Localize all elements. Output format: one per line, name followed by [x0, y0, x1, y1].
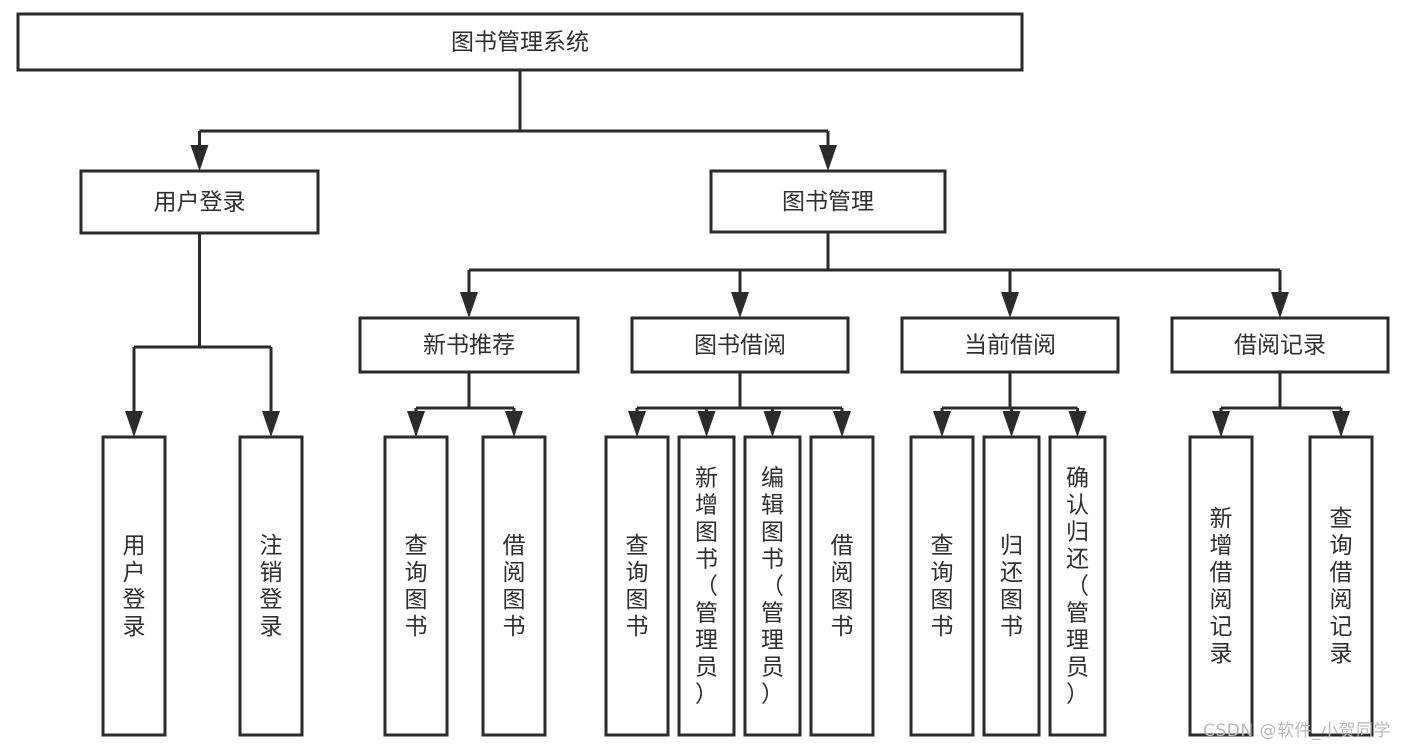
arrowhead-icon	[1212, 411, 1230, 437]
arrowhead-icon	[190, 145, 209, 171]
node-l-query-books-3[interactable]: 查询图书	[909, 435, 975, 737]
node-label: 图书管理	[782, 189, 874, 215]
node-label: 新增图书（管理员）	[695, 466, 718, 708]
node-label: 借阅图书	[503, 533, 526, 640]
nodes-layer: 图书管理系统用户登录图书管理新书推荐图书借阅当前借阅借阅记录用户登录注销登录查询…	[16, 12, 1390, 737]
arrowhead-icon	[697, 411, 716, 437]
node-l-query-books-1[interactable]: 查询图书	[383, 435, 449, 737]
arrowhead-icon	[1332, 411, 1350, 437]
arrowhead-icon	[1068, 411, 1087, 437]
node-label: 图书借阅	[694, 333, 786, 359]
node-label: 确认归还（管理员）	[1066, 466, 1089, 708]
node-label: 借阅图书	[831, 533, 854, 640]
node-n-book-mgmt[interactable]: 图书管理	[709, 169, 947, 234]
node-n-current[interactable]: 当前借阅	[900, 316, 1120, 374]
node-l-add-record[interactable]: 新增借阅记录	[1188, 435, 1254, 737]
node-label: 查询图书	[405, 533, 428, 640]
node-box	[1048, 435, 1107, 737]
node-root[interactable]: 图书管理系统	[16, 12, 1024, 72]
arrowhead-icon	[460, 292, 478, 318]
node-box	[358, 316, 580, 374]
node-box	[238, 435, 304, 737]
node-box	[481, 435, 547, 737]
node-box	[16, 12, 1024, 72]
node-box	[604, 435, 670, 737]
node-l-borrow-books-1[interactable]: 借阅图书	[481, 435, 547, 737]
node-box	[809, 435, 875, 737]
node-l-logout[interactable]: 注销登录	[238, 435, 304, 737]
arrowhead-icon	[833, 411, 851, 437]
node-label: 注销登录	[260, 533, 283, 640]
node-l-borrow-books-2[interactable]: 借阅图书	[809, 435, 875, 737]
node-n-records[interactable]: 借阅记录	[1170, 316, 1390, 374]
node-n-new-rec[interactable]: 新书推荐	[358, 316, 580, 374]
node-n-user-login[interactable]: 用户登录	[79, 169, 320, 235]
arrowhead-icon	[407, 411, 425, 437]
arrowhead-icon	[262, 411, 280, 437]
node-box	[982, 435, 1041, 737]
node-l-add-book[interactable]: 新增图书（管理员）	[677, 435, 736, 737]
node-label: 新书推荐	[423, 333, 515, 359]
node-box	[630, 316, 850, 374]
node-box	[1170, 316, 1390, 374]
node-box	[709, 169, 947, 234]
arrowhead-icon	[1271, 292, 1289, 318]
node-label: 用户登录	[154, 190, 246, 216]
node-label: 编辑图书（管理员）	[761, 466, 784, 708]
node-label: 归还图书	[1000, 533, 1023, 640]
node-label: 查询图书	[931, 533, 954, 640]
node-l-edit-book[interactable]: 编辑图书（管理员）	[743, 435, 802, 737]
node-box	[1188, 435, 1254, 737]
node-label: 当前借阅	[964, 333, 1056, 359]
node-box	[1308, 435, 1374, 737]
node-box	[101, 435, 167, 737]
arrowhead-icon	[819, 145, 837, 171]
node-box	[909, 435, 975, 737]
node-label: 新增借阅记录	[1210, 506, 1233, 667]
node-label: 查询借阅记录	[1330, 506, 1353, 667]
arrowhead-icon	[1001, 292, 1019, 318]
node-l-confirm-return[interactable]: 确认归还（管理员）	[1048, 435, 1107, 737]
node-label: 查询图书	[626, 533, 649, 640]
node-l-user-login[interactable]: 用户登录	[101, 435, 167, 737]
arrowhead-icon	[731, 292, 749, 318]
arrowhead-icon	[1002, 411, 1021, 437]
arrowhead-icon	[505, 411, 523, 437]
node-l-query-record[interactable]: 查询借阅记录	[1308, 435, 1374, 737]
node-box	[743, 435, 802, 737]
node-box	[79, 169, 320, 235]
node-box	[383, 435, 449, 737]
watermark-label: CSDN @软件_小贺同学	[1203, 721, 1391, 741]
node-l-query-books-2[interactable]: 查询图书	[604, 435, 670, 737]
arrowhead-icon	[628, 411, 646, 437]
node-label: 图书管理系统	[451, 30, 589, 56]
node-n-borrow[interactable]: 图书借阅	[630, 316, 850, 374]
edges-layer	[125, 70, 1350, 437]
arrowhead-icon	[933, 411, 951, 437]
arrowhead-icon	[125, 411, 143, 437]
node-box	[900, 316, 1120, 374]
arrowhead-icon	[763, 411, 782, 437]
node-l-return-book[interactable]: 归还图书	[982, 435, 1041, 737]
node-box	[677, 435, 736, 737]
node-label: 用户登录	[123, 533, 146, 640]
node-label: 借阅记录	[1234, 333, 1326, 359]
